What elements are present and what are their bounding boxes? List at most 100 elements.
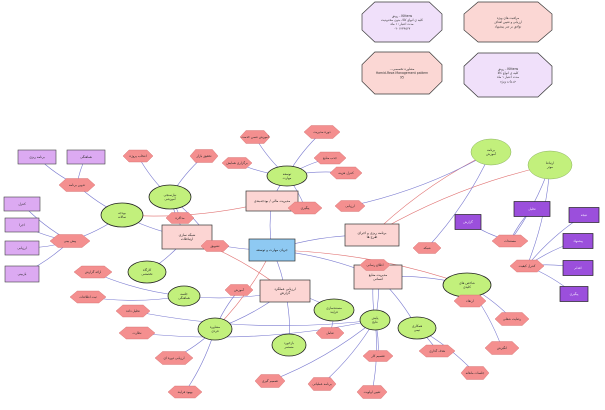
node-label: فرایند: [330, 310, 338, 314]
leaf-hexagon[interactable]: رضایت شغلی: [494, 312, 530, 326]
central-topic-node[interactable]: جریان مهارت و توسعه: [248, 238, 296, 262]
leaf-hexagon[interactable]: آموزش: [224, 284, 254, 296]
node-label: نیازسنجی: [164, 193, 177, 197]
leaf-hexagon[interactable]: کنترل هزینه: [329, 166, 363, 180]
leaf-hexagon[interactable]: ارائه گزارش: [73, 265, 113, 279]
leaf-hexagon[interactable]: تشویق: [200, 240, 230, 252]
leaf-hexagon[interactable]: تعامل: [315, 327, 345, 339]
leaf-hexagon[interactable]: آموزش ضمن خدمت: [239, 130, 271, 144]
node-label: بودجه: [118, 211, 126, 215]
leaf-hexagon[interactable]: ارتقاء: [453, 294, 487, 308]
leaf-hexagon[interactable]: ثبت اطلاعات: [69, 290, 107, 304]
leaf-hexagon[interactable]: ارزیابی: [334, 200, 366, 212]
purple-box[interactable]: پیشنهاد: [562, 233, 594, 249]
leaf-hexagon[interactable]: جذب منابع: [313, 151, 347, 165]
hexagon-label: تصمیم گیری: [262, 379, 278, 383]
leaf-hexagon[interactable]: انتخاب پروژه: [122, 149, 154, 163]
leaf-hexagon[interactable]: ارزیابی دوره ای: [154, 351, 194, 365]
box-label: برنامه ریزی: [29, 155, 45, 159]
node-label: خدمات ویژه: [500, 79, 516, 83]
lavender-box[interactable]: کنترل: [3, 196, 41, 212]
node-label: ارزیابی و تعیین اهداف: [494, 20, 522, 24]
node-label: آموزش: [486, 152, 496, 156]
connector-line: [426, 151, 492, 249]
leaf-hexagon[interactable]: انگیزش: [484, 341, 520, 355]
node-label: ارتباط: [546, 161, 554, 165]
node-label: شبکه سازی: [179, 233, 196, 237]
purple-box[interactable]: اقدام: [562, 260, 594, 276]
leaf-hexagon[interactable]: اطلاع رسانی: [359, 259, 391, 271]
node-label: مراقبت های ویژه: [497, 16, 520, 20]
node-label: رونق - Kittens: [498, 67, 519, 71]
node-label: تخصصی: [141, 272, 152, 276]
hexagon-label: تحقیق بازار: [195, 154, 211, 158]
lavender-box[interactable]: ارزیابی: [4, 240, 40, 256]
lavender-box[interactable]: اجرا: [4, 217, 40, 233]
node-label: توسعه: [283, 172, 292, 176]
purple-box[interactable]: نتیجه: [568, 207, 600, 223]
leaf-hexagon[interactable]: بهبود فرایند: [167, 385, 203, 399]
box-label: پیشنهاد: [573, 239, 583, 243]
leaf-hexagon[interactable]: تصمیم گیری: [254, 374, 286, 388]
lavender-box[interactable]: برنامه ریزی: [17, 149, 57, 165]
box-label: تحلیل: [528, 207, 535, 211]
box-label: اقدام: [575, 266, 582, 271]
node-label: مهارت: [283, 176, 292, 180]
branch-node[interactable]: مدیریت مالی / بودجه‌بندی: [245, 190, 299, 212]
leaf-hexagon[interactable]: مستندات: [491, 234, 529, 248]
leaf-hexagon[interactable]: مذاکره: [165, 212, 195, 224]
purple-box[interactable]: گزارش: [454, 214, 482, 230]
leaf-hexagon[interactable]: تحقیق بازار: [189, 149, 219, 163]
leaf-hexagon[interactable]: کنترل کیفیت: [509, 259, 545, 273]
node-label: موثر: [546, 165, 553, 169]
leaf-hexagon[interactable]: تدوین برنامه: [58, 178, 96, 192]
hexagon-label: مذاکره: [175, 216, 185, 220]
purple-box[interactable]: تحلیل: [513, 201, 551, 217]
leaf-hexagon[interactable]: جلسات ماهانه: [460, 366, 490, 380]
node-label: تیمی: [414, 328, 420, 332]
leaf-hexagon[interactable]: برنامه عملیاتی: [307, 377, 337, 391]
hexagon-label: تحلیل داده: [126, 309, 140, 313]
leaf-hexagon[interactable]: نظارت: [118, 326, 156, 340]
leaf-hexagon[interactable]: پیگیری: [287, 201, 323, 215]
leaf-hexagon[interactable]: شبکه: [412, 242, 442, 254]
box-label: گزارش: [463, 220, 473, 224]
hexagon-label: پیگیری: [301, 206, 310, 210]
lavender-box[interactable]: هماهنگی: [66, 149, 106, 165]
leaf-hexagon[interactable]: برگزاری همایش: [221, 157, 253, 169]
hexagon-label: رضایت شغلی: [503, 317, 522, 321]
purple-box[interactable]: پیگیری: [559, 286, 589, 302]
node-label: رونق - Kittens: [392, 14, 413, 18]
node-label: بازخورد: [284, 341, 294, 345]
connector-line: [132, 310, 376, 326]
leaf-hexagon[interactable]: دوره مدیریت: [303, 125, 341, 139]
hexagon-label: تقسیم کار: [370, 354, 385, 358]
box-label: بازبینی: [18, 272, 27, 276]
hexagon-label: انتخاب پروژه: [129, 154, 146, 158]
leaf-hexagon[interactable]: هدف گذاری: [418, 344, 456, 358]
leaf-hexagon[interactable]: تحلیل داده: [115, 304, 151, 318]
leaf-hexagon[interactable]: تعیین اولویت: [356, 385, 388, 399]
leaf-hexagon[interactable]: پیش بینی: [49, 234, 91, 248]
node-label: مستندسازی: [326, 306, 342, 310]
lavender-box[interactable]: بازبینی: [4, 265, 40, 283]
leaf-hexagon[interactable]: تقسیم کار: [362, 350, 394, 362]
hexagon-label: برگزاری همایش: [226, 161, 247, 165]
